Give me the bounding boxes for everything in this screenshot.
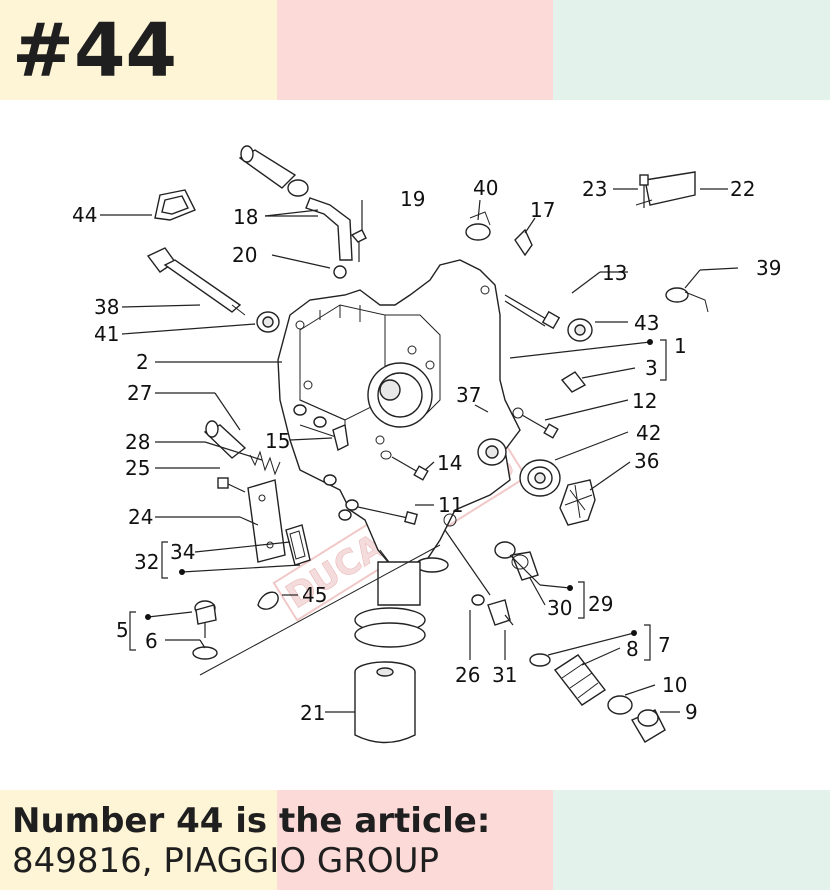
part-15-bracket [332,424,349,452]
header-band-yellow [0,0,277,100]
callout-13: 13 [602,261,627,285]
part-37-bearing [477,438,507,466]
part-26-washer [471,594,485,606]
part-41-seal [256,311,280,333]
oil-filter-mount [199,544,441,676]
part-45-clip [257,591,279,610]
caption-body: 849816, PIAGGIO GROUP [12,841,440,881]
callout-29: 29 [588,592,613,616]
callout-26: 26 [455,663,480,687]
header-band-pink [276,0,554,100]
page-title: #44 [12,8,177,94]
part-5-dipstick [194,600,217,638]
callout-45: 45 [302,583,327,607]
part-12-bolt [512,407,559,439]
part-28-spring [249,450,281,476]
callout-14: 14 [437,451,462,475]
part-38-shaft [146,247,246,316]
part-29-plug [511,551,539,581]
callout-2: 2 [136,350,149,374]
callout-7: 7 [658,633,671,657]
part-42-pump-cover [519,459,561,497]
callout-9: 9 [685,700,698,724]
part-18-hose [238,145,353,261]
part-6-oring [192,646,218,660]
callout-24: 24 [128,505,153,529]
callout-36: 36 [634,449,659,473]
crankcase-cover [277,259,521,573]
caption-band [0,790,830,890]
part-31-sensor [487,599,514,626]
callout-37: 37 [456,383,481,407]
part-40-clamp [465,211,491,241]
part-13-bolt [504,294,561,330]
callout-40: 40 [473,176,498,200]
callout-labels: 44 18 19 20 40 17 23 22 39 13 38 41 43 1… [72,176,781,725]
part-39-bracket [665,287,709,313]
callout-5: 5 [116,618,129,642]
callout-34: 34 [170,540,195,564]
callout-10: 10 [662,673,687,697]
part-27-tube [203,420,247,459]
part-19-screw [350,229,367,262]
callout-28: 28 [125,430,150,454]
part-3-plug [560,371,587,393]
group-brackets [129,339,667,661]
callout-25: 25 [125,456,150,480]
callout-3: 3 [645,356,658,380]
part-17-clip [514,228,533,257]
part-10-oring [607,695,633,715]
callout-22: 22 [730,177,755,201]
part-9-drain-plug [630,709,666,743]
callout-12: 12 [632,389,657,413]
callout-1: 1 [674,334,687,358]
callout-32: 32 [134,550,159,574]
callout-38: 38 [94,295,119,319]
callout-17: 17 [530,198,555,222]
callout-27: 27 [127,381,152,405]
callout-43: 43 [634,311,659,335]
leader-lines [100,188,739,713]
part-25-screw [217,477,246,493]
part-8-strainer [529,653,607,706]
callout-42: 42 [636,421,661,445]
part-24-plate [247,479,286,563]
caption-heading: Number 44 is the article: [12,801,491,841]
caption-band-mint [553,790,830,890]
part-44-gasket [154,189,196,221]
caption-band-yellow [0,790,277,890]
part-43-washer [567,318,593,342]
part-30-oring [494,541,516,559]
callout-44: 44 [72,203,97,227]
part-11-bolt [345,499,418,525]
callout-20: 20 [232,243,257,267]
caption-band-pink [276,790,554,890]
part-36-impeller [559,479,596,526]
callout-6: 6 [145,629,158,653]
part-21-oil-filter [354,661,416,744]
callout-8: 8 [626,637,639,661]
header-band [0,0,830,100]
callout-11: 11 [438,493,463,517]
part-14-bolt [380,450,429,481]
callout-30: 30 [547,596,572,620]
part-23-screw [635,174,653,208]
header-band-mint [553,0,830,100]
part-22-plate [644,171,696,206]
callout-23: 23 [582,177,607,201]
callout-31: 31 [492,663,517,687]
callout-15: 15 [265,429,290,453]
callout-41: 41 [94,322,119,346]
callout-19: 19 [400,187,425,211]
callout-39: 39 [756,256,781,280]
callout-18: 18 [233,205,258,229]
part-20-oring [333,265,347,279]
part-34-gasket [285,524,311,566]
exploded-parts-diagram: DUCATIPARTS [72,145,781,744]
callout-21: 21 [300,701,325,725]
